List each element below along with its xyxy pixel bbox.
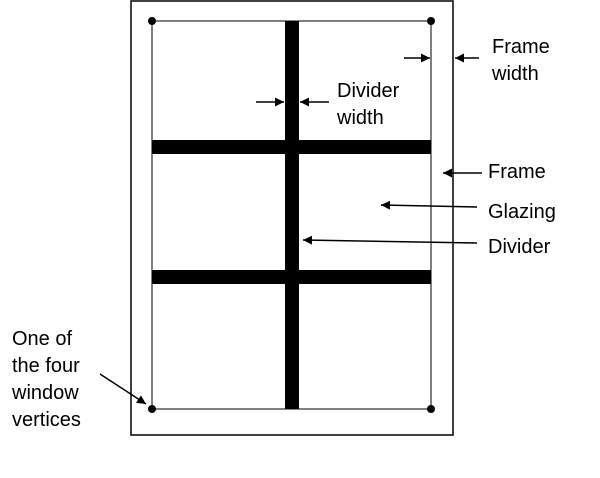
frame-label: Frame (488, 161, 546, 183)
vertical-divider (285, 21, 299, 409)
frame-outer-rect (130, 0, 454, 436)
vertex-bottom-right (427, 405, 435, 413)
divider-label: Divider (488, 236, 551, 258)
divider-width-label-line2: width (336, 107, 384, 129)
frame-width-label-line1: Frame (492, 36, 550, 58)
vertex-label-line4: vertices (12, 409, 81, 431)
vertex-label-line2: the four (12, 355, 80, 377)
glazing-label: Glazing (488, 201, 556, 223)
vertex-top-left (148, 17, 156, 25)
vertex-bottom-left (148, 405, 156, 413)
horizontal-divider-top (152, 140, 431, 154)
vertex-arrow (99, 373, 147, 405)
vertex-label-line1: One of (12, 328, 72, 350)
glazing-arrow (380, 200, 478, 210)
horizontal-divider-bottom (152, 270, 431, 284)
divider-width-label-line1: Divider (337, 80, 400, 102)
divider-arrow (302, 235, 478, 245)
vertex-label-line3: window (11, 382, 79, 404)
frame-width-label-line2: width (491, 63, 539, 85)
vertex-top-right (427, 17, 435, 25)
